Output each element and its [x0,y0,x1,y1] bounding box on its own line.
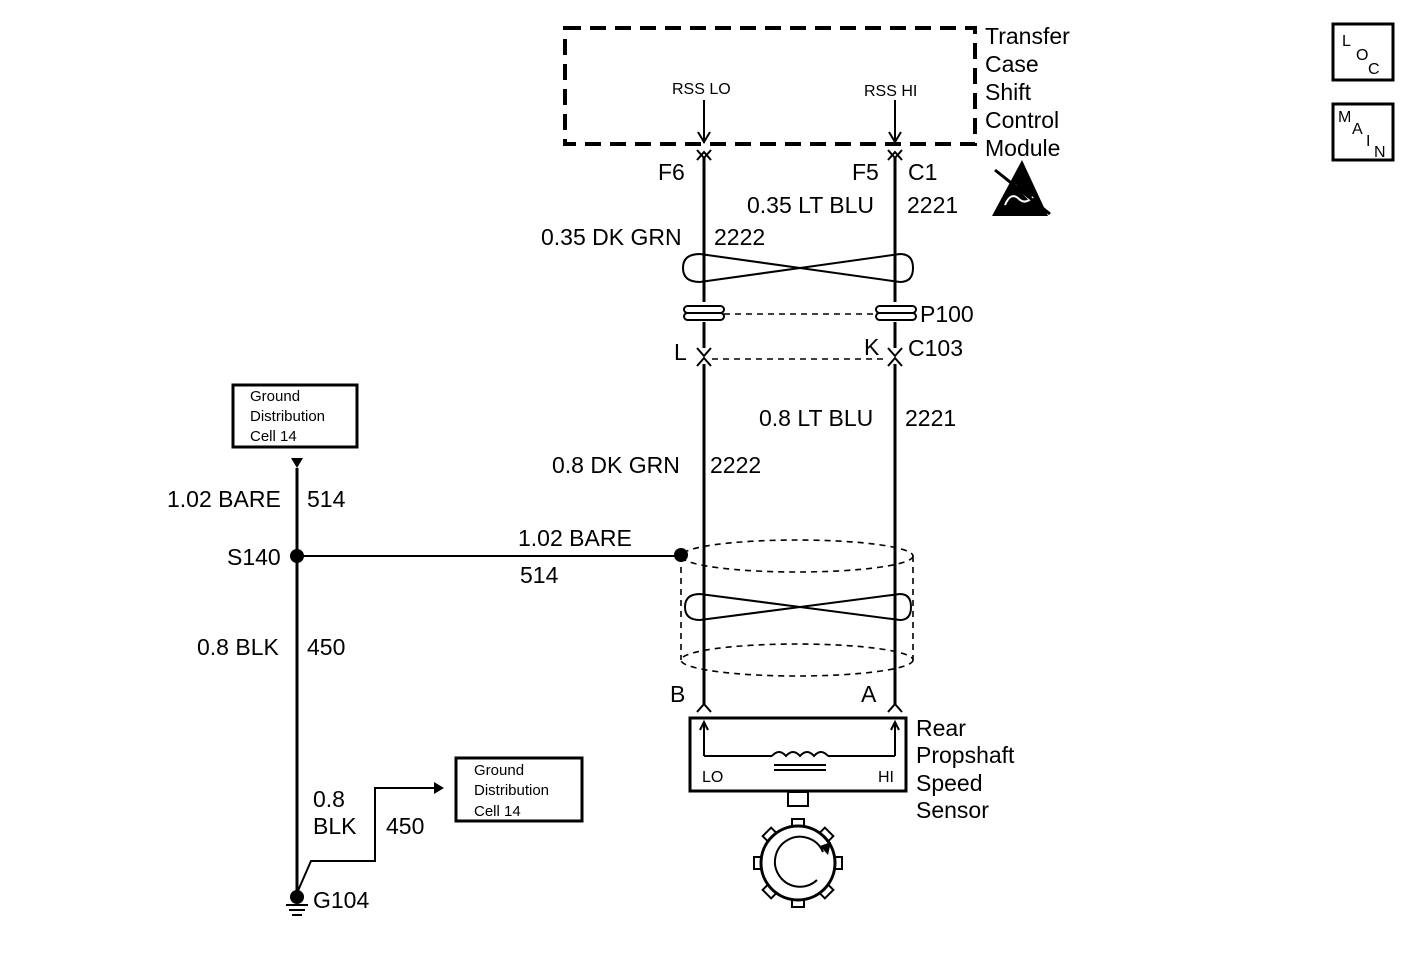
hi-lower-gauge: 0.8 LT BLU [759,405,873,431]
module-name-line-1: Transfer [985,23,1070,49]
ground-mid-gauge: 0.8 BLK [197,634,279,660]
sensor-name-line-1: Rear [916,715,966,741]
drain-circuit: 514 [520,562,559,588]
ground-label: G104 [313,887,369,913]
gd-bottom-line-3: Cell 14 [474,803,521,820]
c1-connector: F6 F5 C1 [658,149,937,185]
main-m: M [1338,109,1351,126]
ground-distribution-box-top[interactable]: Ground Distribution Cell 14 [231,383,359,449]
shielded-twisted-pair [680,539,914,677]
sensor-name-line-4: Sensor [916,797,989,823]
rear-propshaft-speed-sensor: LO HI Rear Propshaft Speed Sensor [688,715,1015,823]
main-n: N [1374,144,1386,161]
ground-low-circuit: 450 [386,813,424,839]
lo-upper-gauge: 0.35 DK GRN [541,224,682,250]
gd-top-line-1: Ground [250,388,300,405]
gd-top-line-3: Cell 14 [250,428,297,445]
module-name-line-2: Case [985,51,1039,77]
ground-mid-circuit: 450 [307,634,345,660]
loc-c: C [1368,61,1380,78]
esd-sensitive-icon [992,160,1051,216]
ground-distribution-box-bottom[interactable]: Ground Distribution Cell 14 [454,756,584,823]
loc-l: L [1342,33,1351,50]
rss-hi-pin-label: RSS HI [864,83,917,100]
lo-upper-circuit: 2222 [714,224,765,250]
module-name-line-3: Shift [985,79,1032,105]
drain-wire-514: 1.02 BARE 514 [297,525,688,588]
main-button[interactable]: M A I N [1331,102,1395,162]
reluctor-gear-icon [753,818,843,908]
module-name-line-5: Module [985,135,1060,161]
lo-lower-gauge: 0.8 DK GRN [552,452,680,478]
ground-low-gauge-1: 0.8 [313,786,345,812]
c103-lo-pin: L [674,339,687,365]
gd-top-line-2: Distribution [250,408,325,425]
main-i: I [1366,133,1370,150]
ground-g104: G104 [286,887,369,916]
sensor-lo-label: LO [702,769,723,786]
module-name-line-4: Control [985,107,1059,133]
gd-bottom-line-1: Ground [474,762,524,779]
c1-hi-pin: F5 [852,159,879,185]
c1-lo-pin: F6 [658,159,685,185]
ground-branch-450: 0.8 BLK 450 [296,782,444,894]
sensor-hi-pin: A [861,681,877,707]
module-pin-arrows [697,131,902,144]
ground-wire-514-450: 1.02 BARE 514 0.8 BLK 450 [167,458,346,893]
loc-o: O [1356,47,1368,64]
sensor-lo-pin: B [670,681,685,707]
hi-lower-circuit: 2221 [905,405,956,431]
rss-lo-pin-label: RSS LO [672,81,731,98]
hi-upper-circuit: 2221 [907,192,958,218]
c103-connector: L K C103 [674,334,963,367]
gd-bottom-line-2: Distribution [474,782,549,799]
loc-button[interactable]: L O C [1331,22,1395,82]
lo-lower-circuit: 2222 [710,452,761,478]
p100-label: P100 [920,301,974,327]
splice-s140: S140 [227,544,304,570]
sensor-name-line-3: Speed [916,770,983,796]
drain-gauge: 1.02 BARE [518,525,632,551]
c1-connector-name: C1 [908,159,937,185]
ground-low-gauge-2: BLK [313,813,357,839]
twisted-pair-upper [681,252,915,284]
c103-connector-name: C103 [908,335,963,361]
c103-hi-pin: K [864,334,880,360]
main-a: A [1352,121,1363,138]
p100-connector: P100 [683,301,974,327]
splice-label: S140 [227,544,281,570]
sensor-connector: B A [670,681,903,713]
ground-upper-gauge: 1.02 BARE [167,486,281,512]
sensor-hi-label: HI [878,769,894,786]
transfer-case-shift-control-module: Transfer Case Shift Control Module RSS L… [563,23,1070,161]
hi-upper-gauge: 0.35 LT BLU [747,192,874,218]
sensor-name-line-2: Propshaft [916,742,1015,768]
ground-upper-circuit: 514 [307,486,346,512]
